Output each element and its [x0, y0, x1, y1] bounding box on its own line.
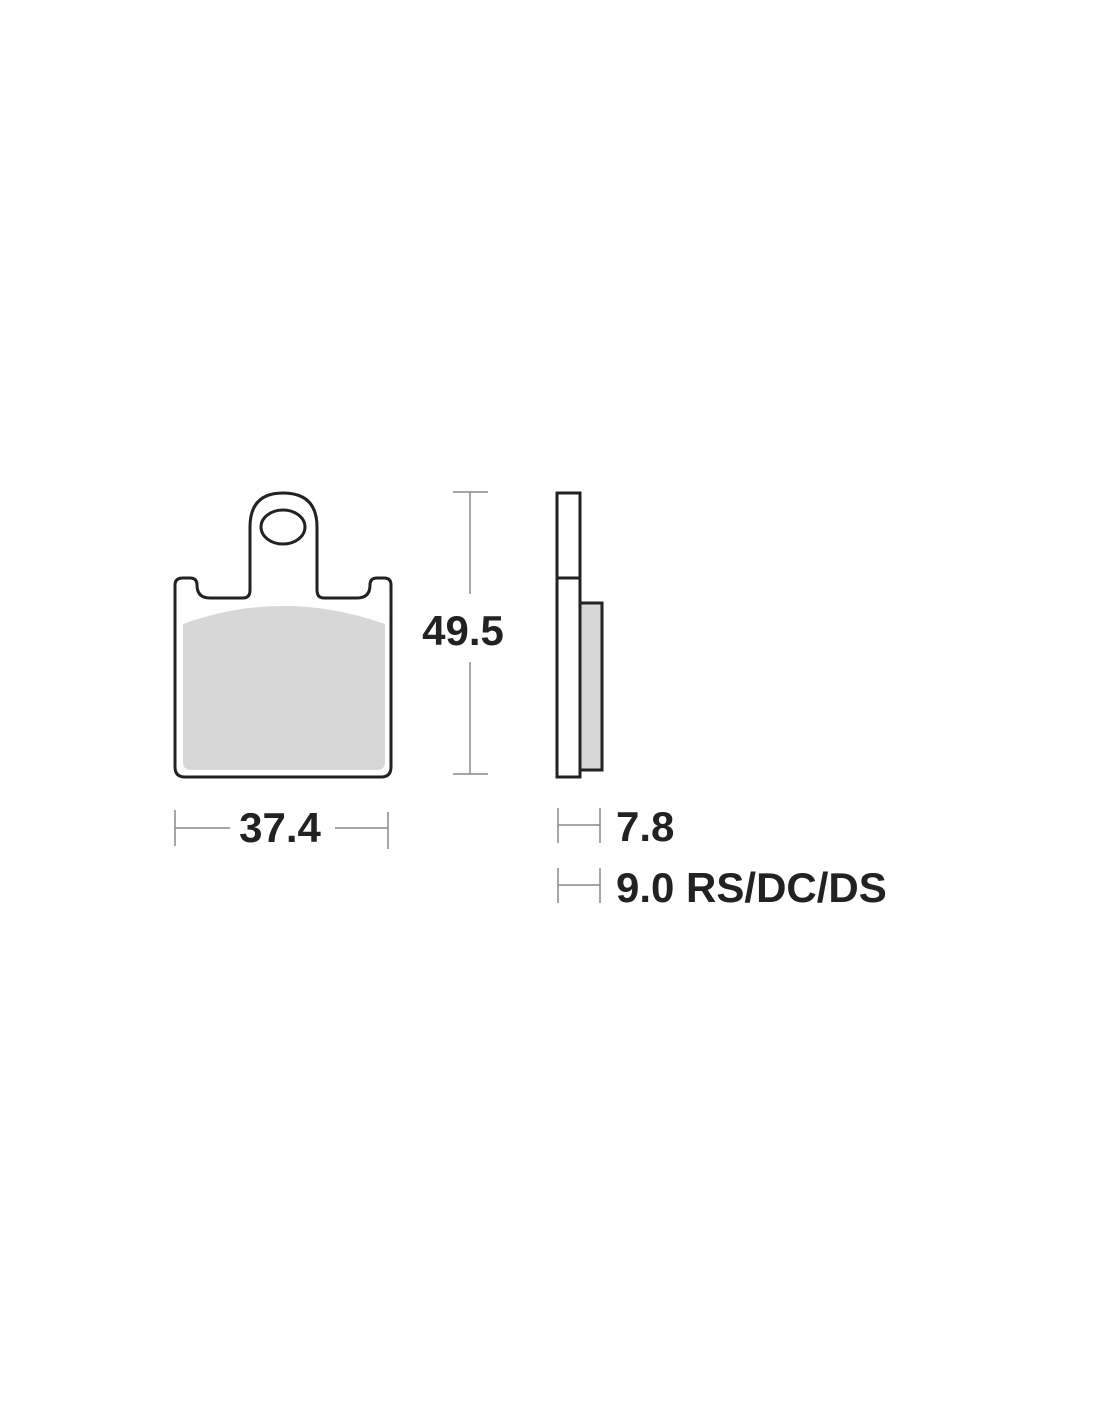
- thickness-alt-dimension: [557, 868, 601, 903]
- thickness-dimension: [557, 808, 601, 843]
- backing-plate-side: [555, 491, 582, 779]
- friction-material-side: [578, 601, 604, 772]
- thickness-alt-label: 9.0 RS/DC/DS: [616, 864, 887, 911]
- width-dimension: [174, 810, 389, 849]
- mounting-hole: [259, 508, 307, 546]
- height-dimension: [453, 491, 488, 775]
- thickness-label: 7.8: [616, 803, 674, 850]
- height-label: 49.5: [422, 607, 504, 654]
- width-label: 37.4: [239, 804, 321, 851]
- friction-material-front: [183, 606, 385, 770]
